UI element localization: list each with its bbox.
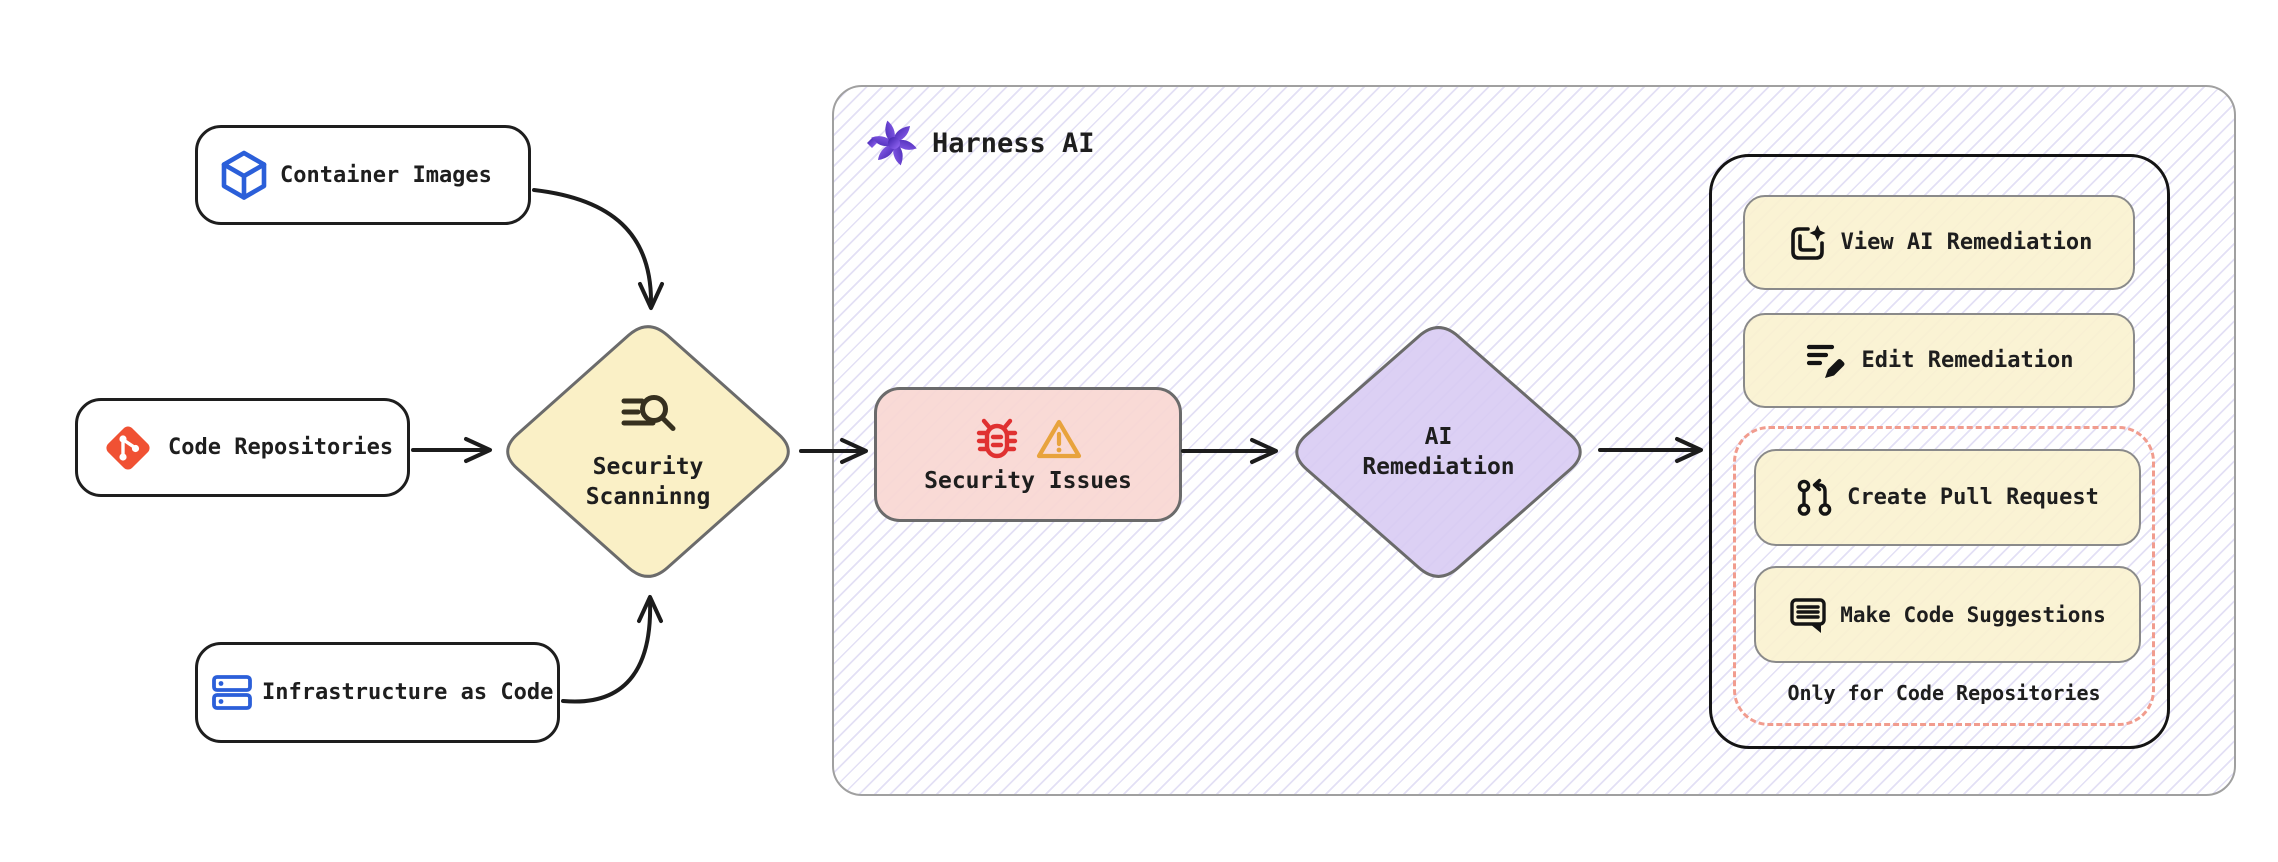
view-remediation-icon [1790,224,1826,260]
code-suggestions-icon [1790,597,1826,633]
create-pull-request-button[interactable]: Create Pull Request [1754,449,2141,546]
arrow-code-repositories-to-scanning [411,437,492,463]
button-label: Make Code Suggestions [1840,602,2106,627]
node-security-scanning[interactable]: Security Scanninng [498,318,798,585]
arrow-container-images-to-scanning [532,188,664,310]
node-container-images[interactable]: Container Images [195,125,531,225]
remediation-actions-panel: View AI Remediation Edit Remediation [1709,154,2170,749]
node-label: Container Images [280,162,492,188]
harness-ai-group: Harness AI [832,85,2236,796]
node-label-line2: Scanninng [585,483,711,510]
node-ai-remediation[interactable]: AI Remediation [1287,319,1590,585]
edit-remediation-button[interactable]: Edit Remediation [1743,313,2135,408]
bug-icon [976,418,1018,459]
node-security-issues[interactable]: Security Issues [874,387,1182,522]
edit-remediation-icon [1806,344,1845,378]
node-label: Infrastructure as Code [262,680,554,705]
code-repositories-only-group: Create Pull Request Make Code Suggestion… [1733,426,2155,726]
warning-icon [1036,419,1082,459]
server-stack-icon [212,674,252,710]
arrow-infrastructure-to-scanning [561,595,663,704]
git-icon [106,425,150,470]
node-label-line1: AI [1424,424,1453,450]
view-ai-remediation-button[interactable]: View AI Remediation [1743,195,2135,290]
make-code-suggestions-button[interactable]: Make Code Suggestions [1754,566,2141,663]
button-label: Edit Remediation [1861,348,2074,373]
cube-icon [221,150,267,200]
harness-ai-header: Harness AI [867,117,1095,169]
harness-ai-title: Harness AI [932,127,1095,159]
node-infrastructure-as-code[interactable]: Infrastructure as Code [195,642,560,743]
node-code-repositories[interactable]: Code Repositories [75,398,410,497]
node-label-line1: Security [592,453,704,480]
repo-only-note: Only for Code Repositories [1787,681,2101,705]
pull-request-icon [1797,478,1832,516]
button-label: View AI Remediation [1840,230,2093,255]
button-label: Create Pull Request [1847,485,2099,510]
node-label-line2: Remediation [1362,454,1515,480]
scan-search-icon [621,394,676,431]
node-label: Security Issues [924,468,1132,494]
node-label: Code Repositories [168,435,394,460]
harness-ai-logo [867,120,917,166]
